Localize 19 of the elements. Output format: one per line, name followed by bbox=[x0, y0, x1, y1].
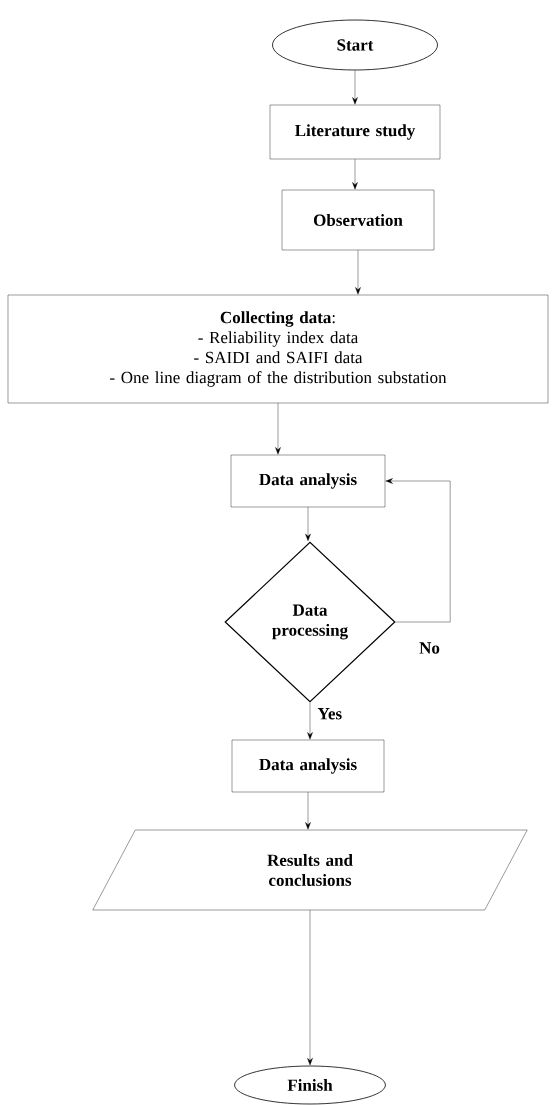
arrow bbox=[305, 792, 311, 830]
process-box: Data analysis bbox=[230, 454, 386, 508]
process-box: Observation bbox=[281, 189, 435, 251]
edge-label: Yes bbox=[317, 708, 342, 720]
process-box: Collecting data: - Reliability index data - SAIDI and SAIFI data - One line diagram of the distribution substation bbox=[7, 294, 549, 404]
arrow bbox=[307, 702, 313, 740]
process-box: Literature study bbox=[269, 104, 441, 160]
arrow bbox=[305, 507, 311, 542]
arrow bbox=[355, 250, 361, 295]
edge-label: No bbox=[419, 642, 440, 654]
arrow bbox=[307, 910, 313, 1066]
process-box: Data analysis bbox=[231, 739, 385, 793]
start-terminal: Start bbox=[272, 19, 438, 71]
arrow bbox=[385, 478, 451, 623]
arrow bbox=[275, 403, 281, 455]
arrow bbox=[352, 159, 358, 190]
arrow bbox=[352, 70, 358, 105]
end-terminal: Finish bbox=[234, 1065, 386, 1105]
io-parallelogram: Results and conclusions bbox=[92, 829, 528, 911]
